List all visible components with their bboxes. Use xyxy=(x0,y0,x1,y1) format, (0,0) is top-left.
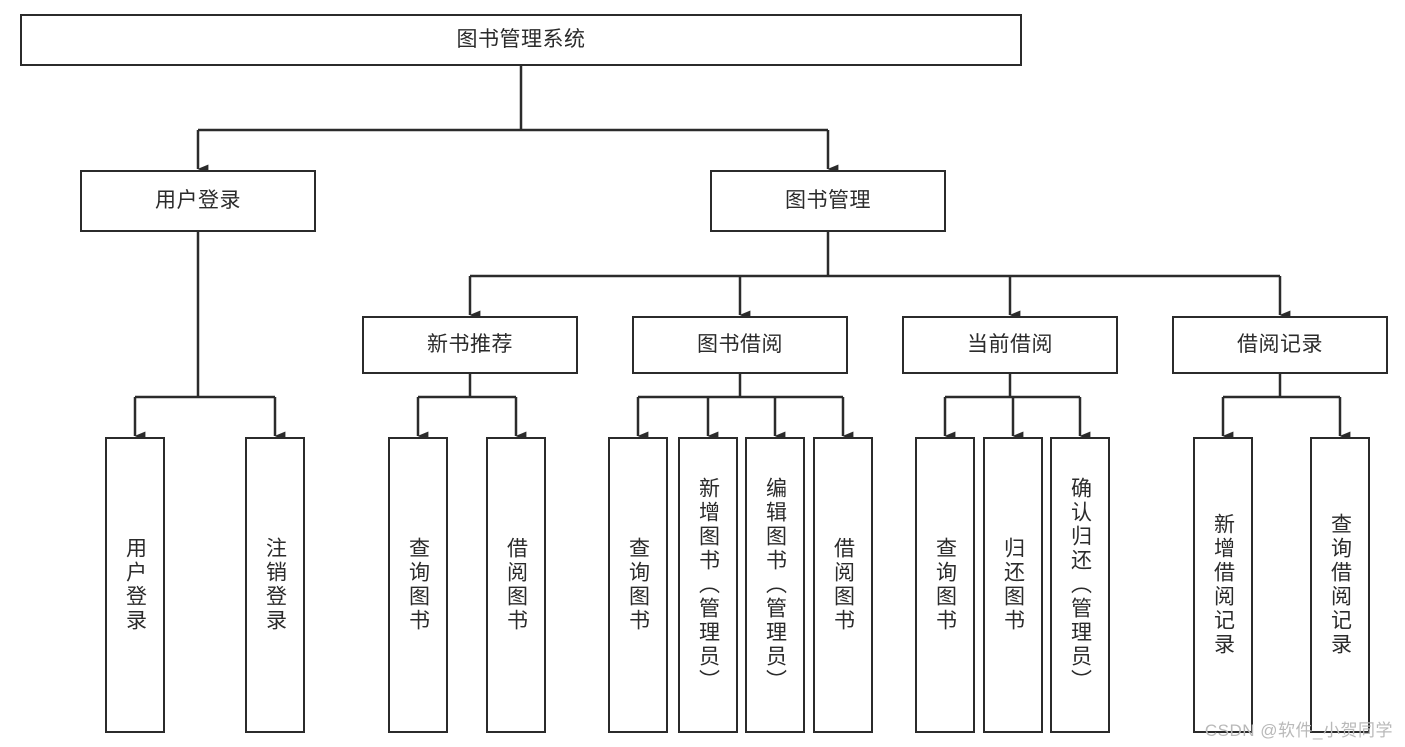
node-leaf-bb-borrow[interactable]: 借阅图书 xyxy=(813,437,873,733)
node-label-book-manage: 图书管理 xyxy=(785,188,871,212)
node-label-user-login: 用户登录 xyxy=(155,188,241,212)
node-label-leaf-cb-return: 归还图书 xyxy=(1001,537,1025,633)
node-label-leaf-bb-add: 新增图书（管理员） xyxy=(696,477,720,693)
node-label-leaf-bb-edit: 编辑图书（管理员） xyxy=(763,477,787,693)
node-label-root: 图书管理系统 xyxy=(456,27,586,51)
node-borrow-record[interactable]: 借阅记录 xyxy=(1172,316,1388,374)
node-label-current-borrow: 当前借阅 xyxy=(967,332,1053,356)
node-label-leaf-cb-confirm: 确认归还（管理员） xyxy=(1068,477,1092,693)
node-leaf-user-login[interactable]: 用户登录 xyxy=(105,437,165,733)
node-label-leaf-user-login: 用户登录 xyxy=(123,537,147,633)
node-leaf-rec-query[interactable]: 查询图书 xyxy=(388,437,448,733)
node-label-book-borrow: 图书借阅 xyxy=(697,332,783,356)
node-leaf-cb-confirm[interactable]: 确认归还（管理员） xyxy=(1050,437,1110,733)
node-leaf-cb-query[interactable]: 查询图书 xyxy=(915,437,975,733)
node-label-leaf-br-add: 新增借阅记录 xyxy=(1211,513,1235,657)
node-label-leaf-logout: 注销登录 xyxy=(263,537,287,633)
node-leaf-br-add[interactable]: 新增借阅记录 xyxy=(1193,437,1253,733)
node-leaf-bb-query[interactable]: 查询图书 xyxy=(608,437,668,733)
node-label-leaf-bb-query: 查询图书 xyxy=(626,537,650,633)
node-label-leaf-cb-query: 查询图书 xyxy=(933,537,957,633)
node-label-leaf-rec-query: 查询图书 xyxy=(406,537,430,633)
node-label-new-book-rec: 新书推荐 xyxy=(427,332,513,356)
node-leaf-br-query[interactable]: 查询借阅记录 xyxy=(1310,437,1370,733)
node-leaf-bb-edit[interactable]: 编辑图书（管理员） xyxy=(745,437,805,733)
node-leaf-bb-add[interactable]: 新增图书（管理员） xyxy=(678,437,738,733)
node-book-manage[interactable]: 图书管理 xyxy=(710,170,946,232)
node-book-borrow[interactable]: 图书借阅 xyxy=(632,316,848,374)
node-label-leaf-bb-borrow: 借阅图书 xyxy=(831,537,855,633)
node-label-borrow-record: 借阅记录 xyxy=(1237,332,1323,356)
node-leaf-cb-return[interactable]: 归还图书 xyxy=(983,437,1043,733)
node-label-leaf-br-query: 查询借阅记录 xyxy=(1328,513,1352,657)
node-new-book-rec[interactable]: 新书推荐 xyxy=(362,316,578,374)
node-leaf-logout[interactable]: 注销登录 xyxy=(245,437,305,733)
node-current-borrow[interactable]: 当前借阅 xyxy=(902,316,1118,374)
node-leaf-rec-borrow[interactable]: 借阅图书 xyxy=(486,437,546,733)
node-root[interactable]: 图书管理系统 xyxy=(20,14,1022,66)
node-user-login[interactable]: 用户登录 xyxy=(80,170,316,232)
node-label-leaf-rec-borrow: 借阅图书 xyxy=(504,537,528,633)
